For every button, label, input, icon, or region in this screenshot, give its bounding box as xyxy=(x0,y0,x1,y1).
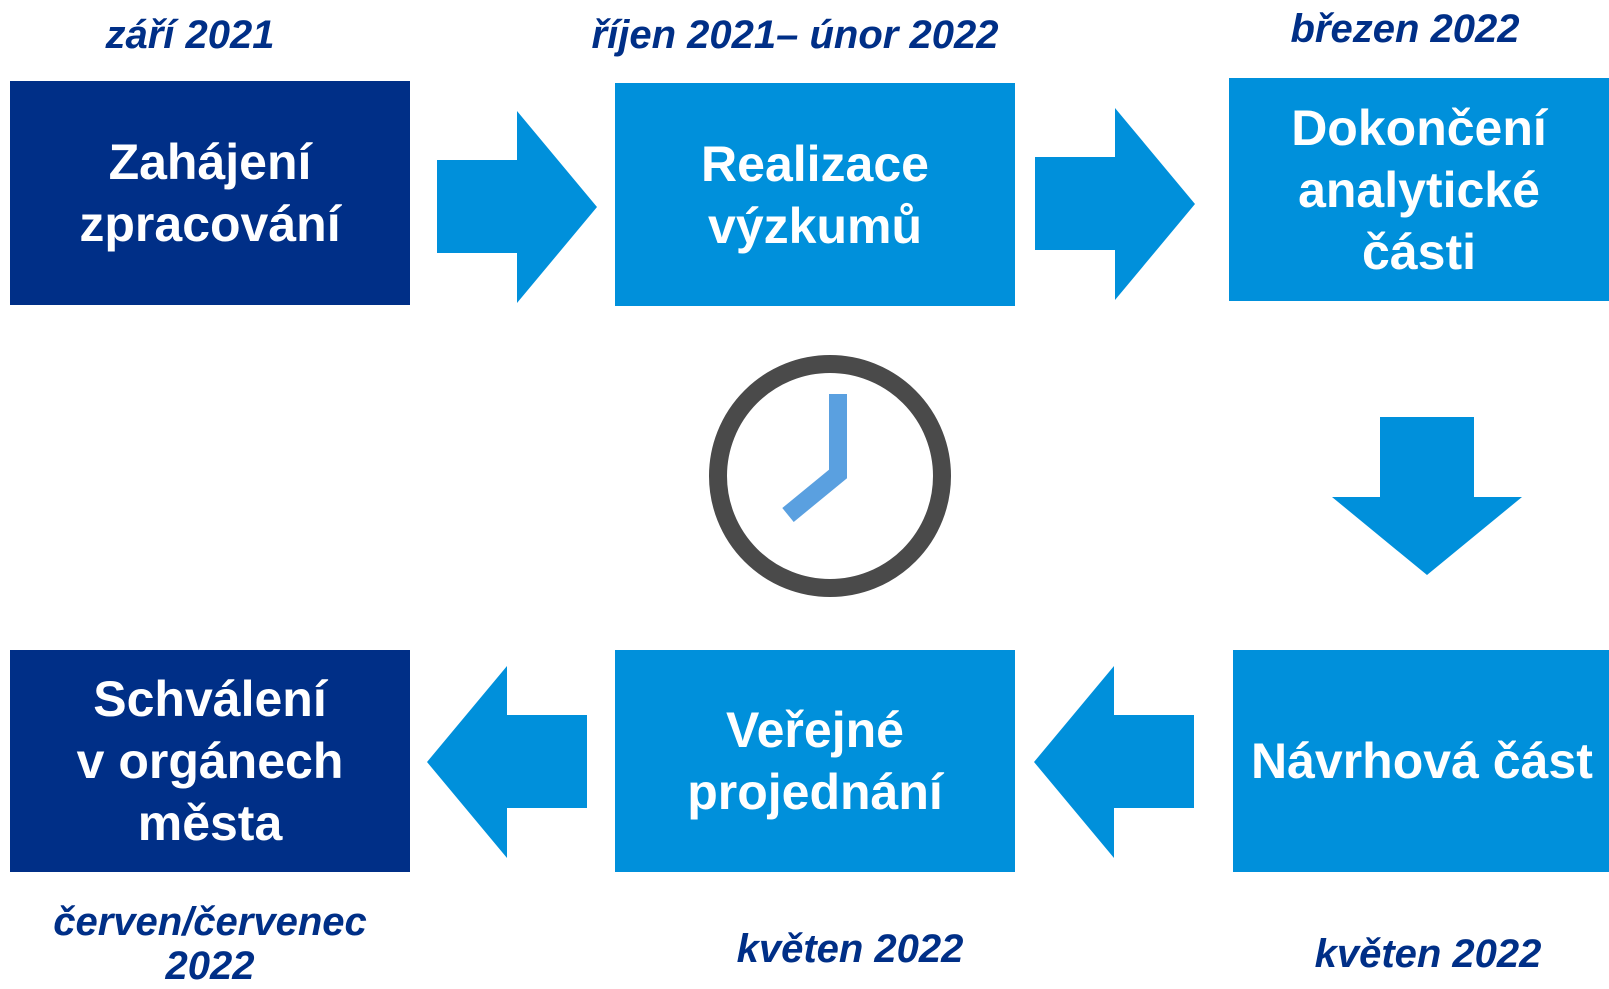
step-3-date: březen 2022 xyxy=(1290,7,1520,51)
step-4-date: květen 2022 xyxy=(1314,932,1542,976)
arrow-left-icon xyxy=(1034,666,1194,858)
step-4-box: Návrhová část xyxy=(1233,650,1609,872)
arrow-right-icon xyxy=(437,111,597,303)
step-1-date: září 2021 xyxy=(105,13,275,57)
step-4-label: Návrhová část xyxy=(1251,733,1593,789)
arrow-down-icon xyxy=(1332,417,1522,575)
step-2-date: říjen 2021– únor 2022 xyxy=(591,13,999,57)
arrow-right-icon xyxy=(1035,108,1195,300)
arrow-left-icon xyxy=(427,666,587,858)
clock-icon xyxy=(709,355,951,597)
step-5-date: květen 2022 xyxy=(736,927,964,971)
